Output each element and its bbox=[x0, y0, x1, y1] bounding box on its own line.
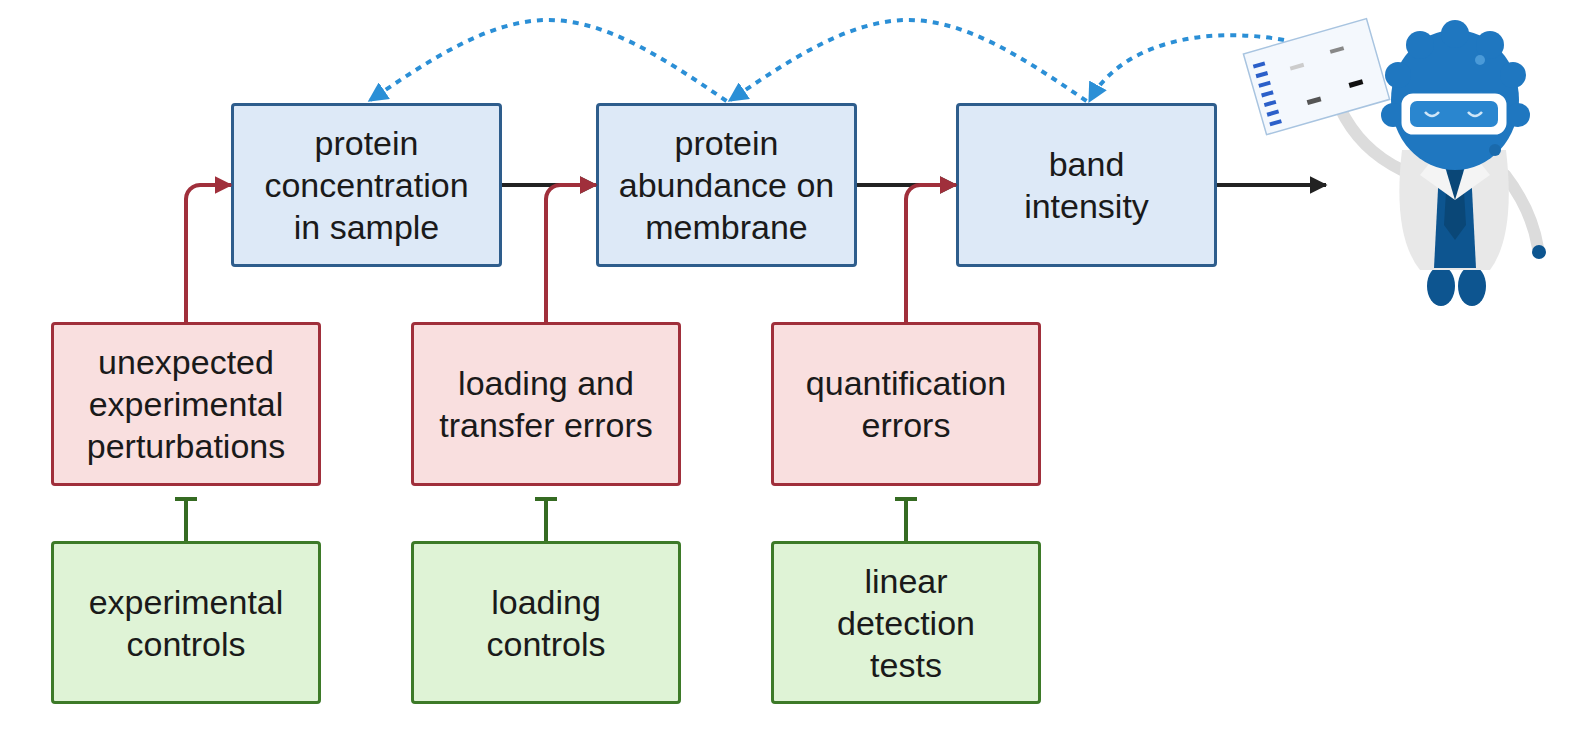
flow-arrow bbox=[502, 183, 596, 187]
leg bbox=[1458, 266, 1486, 306]
process-box: protein abundance on membrane bbox=[596, 103, 857, 267]
body bbox=[1434, 150, 1476, 268]
inhibition-connector bbox=[544, 499, 548, 541]
arm bbox=[1505, 175, 1538, 248]
lapel bbox=[1455, 150, 1490, 200]
flow-arrow bbox=[857, 183, 956, 187]
blot-membrane bbox=[1243, 19, 1389, 135]
error-arrow bbox=[546, 185, 596, 322]
tie bbox=[1444, 158, 1466, 240]
arm bbox=[1340, 108, 1402, 170]
hand bbox=[1532, 245, 1546, 259]
box-label: linear detection tests bbox=[802, 560, 1010, 686]
connector-group bbox=[186, 20, 1087, 541]
lab-coat bbox=[1399, 150, 1508, 270]
process-box: protein concentration in sample bbox=[231, 103, 502, 267]
scientist-illustration bbox=[1331, 20, 1546, 306]
control-box: loading controls bbox=[411, 541, 681, 704]
goggles bbox=[1403, 95, 1505, 133]
box-label: unexpected experimental perturbations bbox=[70, 341, 302, 467]
box-label: loading and transfer errors bbox=[430, 362, 662, 446]
lapel bbox=[1420, 150, 1455, 200]
inhibition-connector bbox=[184, 499, 188, 541]
feedback-arrow bbox=[1090, 35, 1284, 100]
eye bbox=[1425, 112, 1439, 116]
inhibition-connector bbox=[904, 499, 908, 541]
error-box: quantification errors bbox=[771, 322, 1041, 486]
process-box: band intensity bbox=[956, 103, 1217, 267]
error-box: loading and transfer errors bbox=[411, 322, 681, 486]
control-box: experimental controls bbox=[51, 541, 321, 704]
hand bbox=[1331, 98, 1345, 112]
control-box: linear detection tests bbox=[771, 541, 1041, 704]
head bbox=[1381, 20, 1530, 170]
output-arrow bbox=[1217, 183, 1326, 187]
error-box: unexpected experimental perturbations bbox=[51, 322, 321, 486]
error-arrow bbox=[186, 185, 231, 322]
eye bbox=[1468, 112, 1482, 116]
box-label: protein concentration in sample bbox=[250, 122, 483, 248]
goggle-lens bbox=[1410, 101, 1498, 127]
box-label: experimental controls bbox=[70, 581, 302, 665]
error-arrow bbox=[906, 185, 956, 322]
box-label: quantification errors bbox=[790, 362, 1022, 446]
box-label: loading controls bbox=[430, 581, 662, 665]
box-label: protein abundance on membrane bbox=[615, 122, 838, 248]
box-label: band intensity bbox=[989, 143, 1184, 227]
feedback-arrow bbox=[371, 20, 727, 101]
leg bbox=[1427, 266, 1455, 306]
feedback-arrow bbox=[731, 20, 1087, 101]
